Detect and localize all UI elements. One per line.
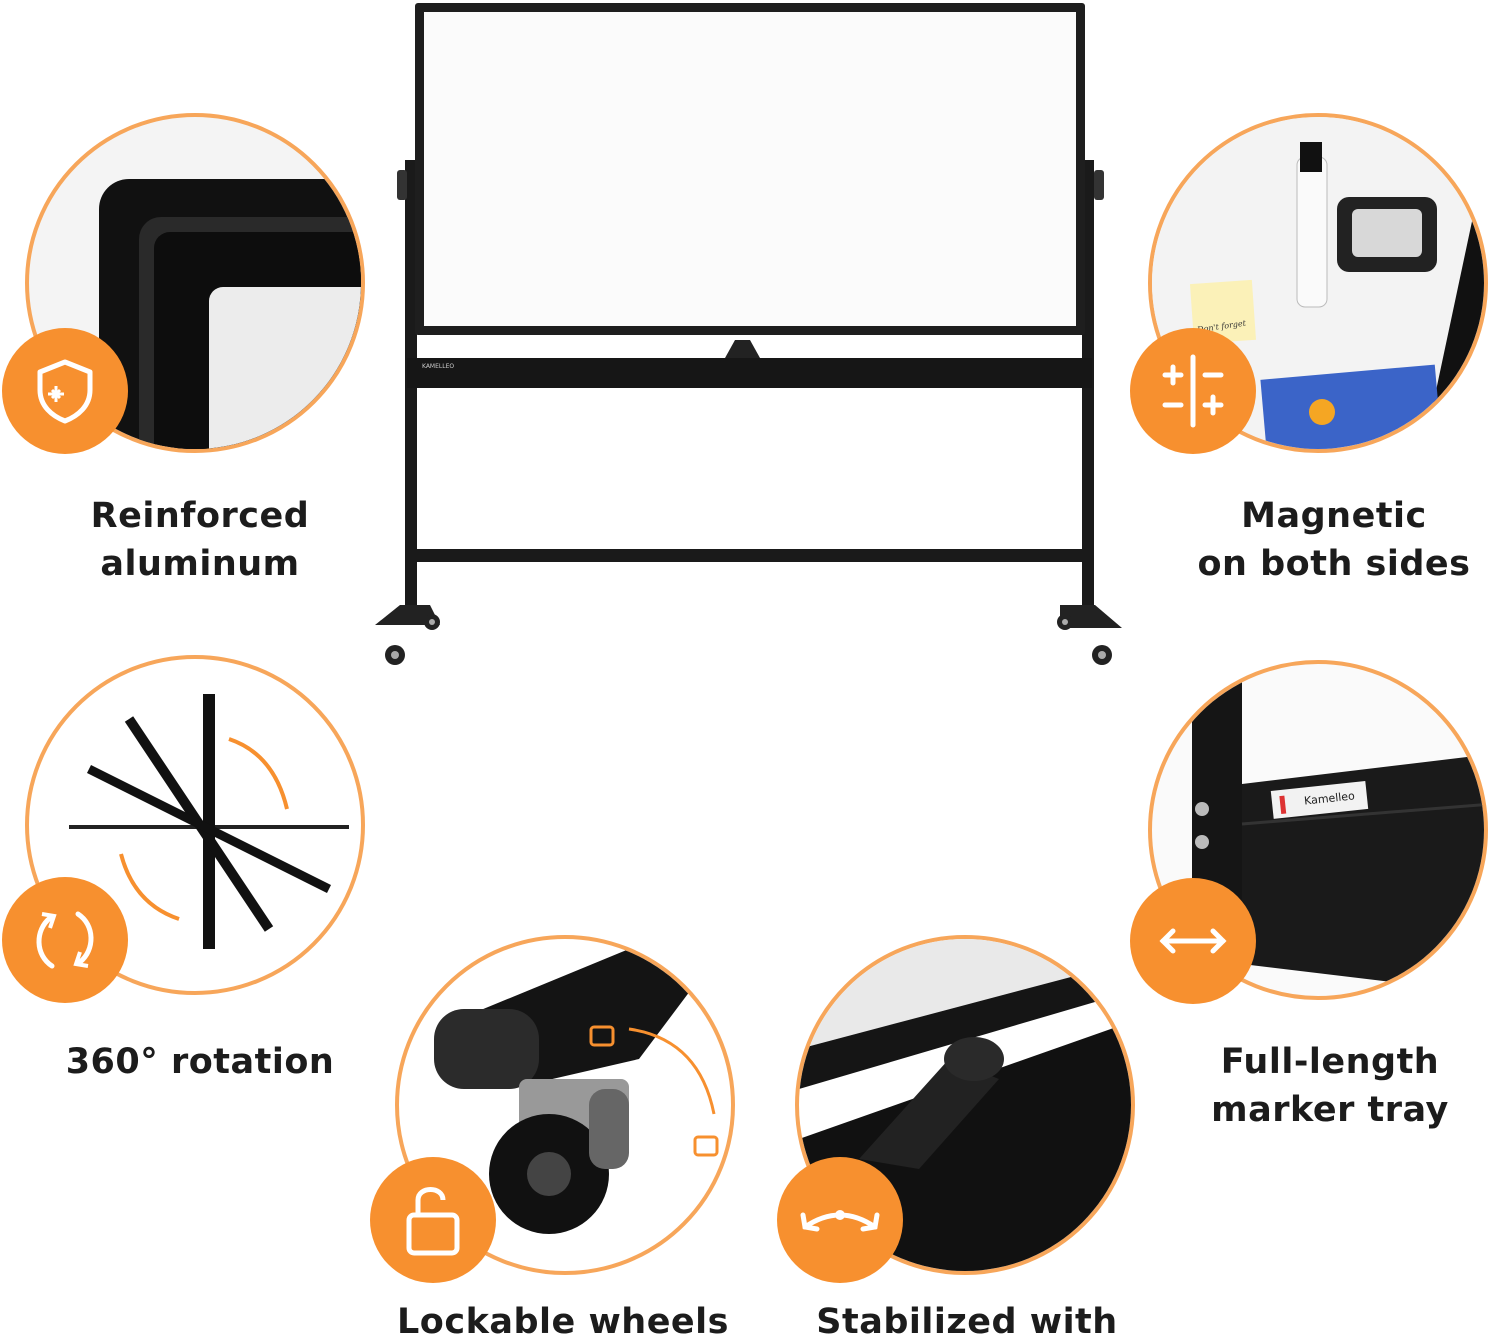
mobile-whiteboard-image: KAMELLEO [375,3,1122,665]
plus-minus-magnet-icon [1162,354,1224,428]
label-line: marker tray [1211,1090,1449,1130]
feature-badge-rotation [2,877,128,1003]
feature-label-tray: Full-length marker tray [1120,1038,1500,1134]
label-line: Lockable wheels [396,1302,730,1341]
feature-badge-stabilized [777,1157,903,1283]
feature-label-rotation: 360° rotation [0,1038,410,1086]
curved-arrow-icon [800,1210,880,1232]
feature-badge-reinforced [2,328,128,454]
rotate-icon [36,911,94,969]
feature-photo-wheel [395,935,735,1275]
shield-icon [37,359,93,424]
label-line: Reinforced [90,496,310,536]
label-line: Magnetic [1241,496,1427,536]
double-arrow-icon [1159,928,1227,954]
svg-text:KAMELLEO: KAMELLEO [422,363,454,370]
unlock-icon [406,1187,460,1256]
label-line: aluminum [100,544,300,584]
feature-badge-tray [1130,878,1256,1004]
feature-badge-magnetic [1130,328,1256,454]
feature-photo-magnetic: Don't forget [1148,113,1488,453]
feature-label-magnetic: Magnetic on both sides [1124,492,1500,588]
feature-label-wheels: Lockable wheels [353,1298,773,1341]
label-line: Stabilized with [816,1302,1118,1341]
feature-badge-wheels [370,1157,496,1283]
label-line: Full-length [1220,1042,1440,1082]
label-line: on both sides [1197,544,1471,584]
feature-photo-stabilizer [795,935,1135,1275]
feature-label-reinforced: Reinforced aluminum [0,492,410,588]
label-line: 360° rotation [65,1042,335,1082]
feature-label-stabilized: Stabilized with [757,1298,1177,1341]
